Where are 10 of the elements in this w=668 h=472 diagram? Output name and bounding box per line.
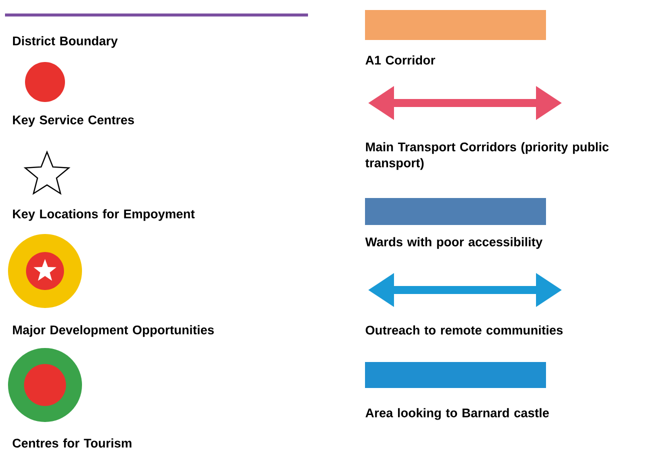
legend-text: Key Locations for Empoyment [13, 209, 195, 221]
legend-text: Centres for Tourism [12, 438, 132, 448]
legend-text: Area looking to Barnard castle [366, 408, 549, 420]
legend-text: A1 Corridor [366, 55, 436, 65]
legend-text: Wards with poor accessibility [365, 237, 542, 249]
legend-text: Major Development Opportunities [13, 325, 214, 337]
legend-text: Outreach to remote communities [366, 325, 563, 335]
legend-text: Key Service Centres [13, 115, 134, 127]
legend-text: Main Transport Corridors (priority public transport) [365, 142, 609, 170]
legend-text: District Boundary [13, 36, 118, 48]
